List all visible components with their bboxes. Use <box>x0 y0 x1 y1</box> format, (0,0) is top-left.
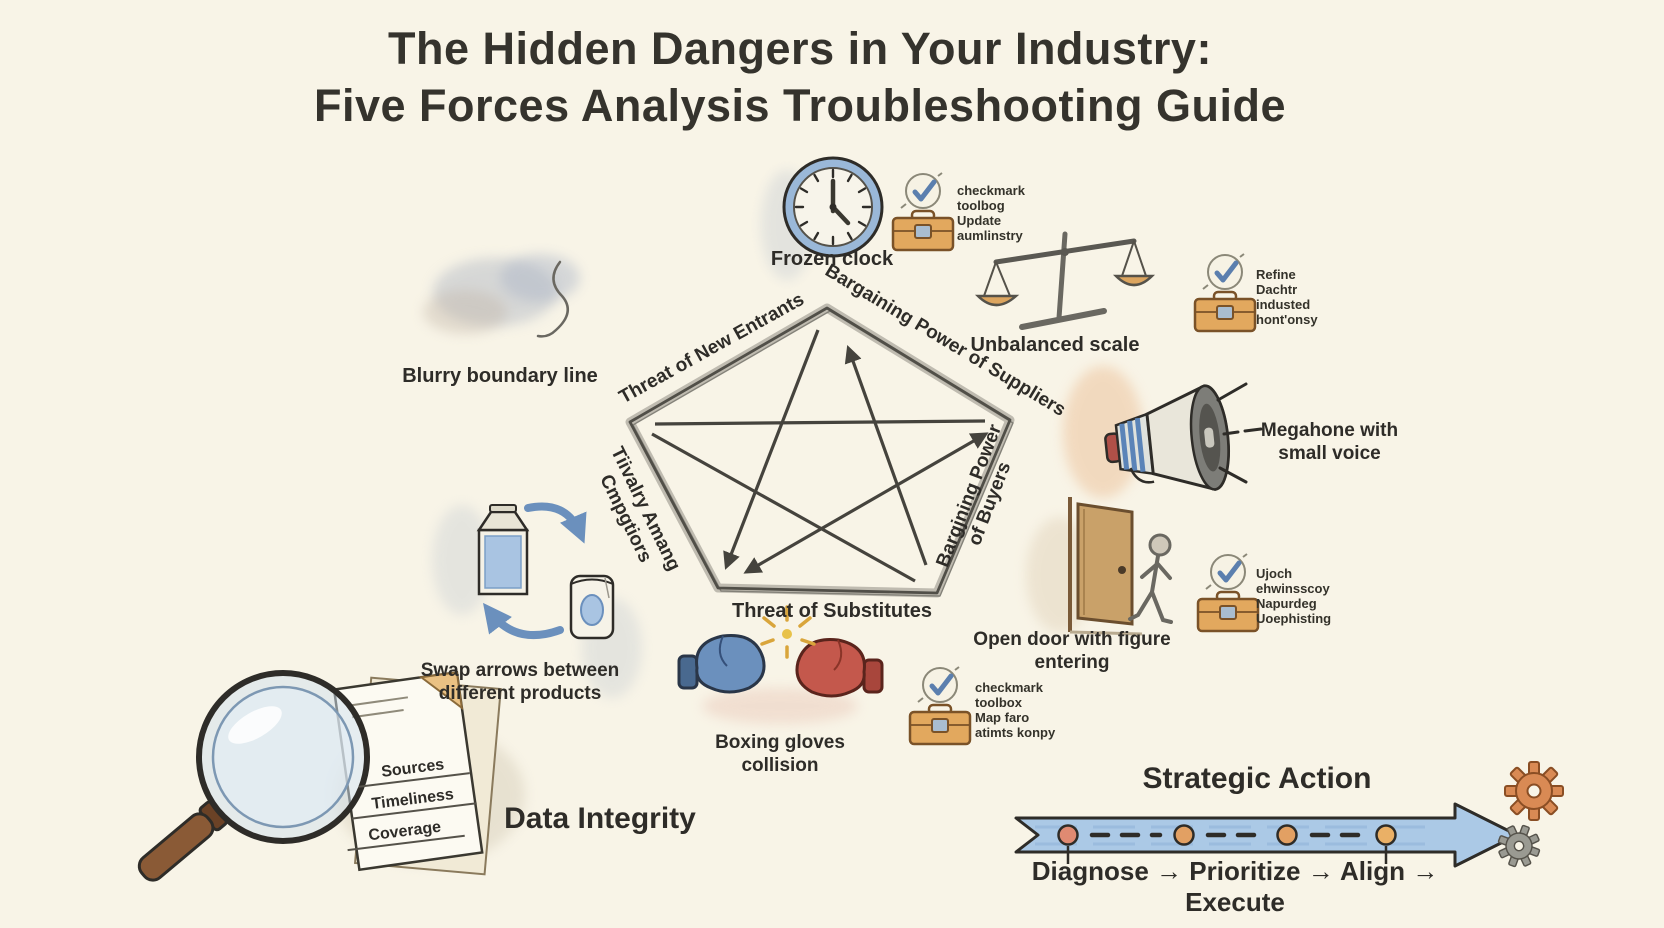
force-label-substitutes: Threat of Substitutes <box>731 600 932 622</box>
swap-products-label: Swap arrows between different products <box>420 660 620 704</box>
unbalanced-scale-label: Unbalanced scale <box>970 334 1140 356</box>
title-line-2: Five Forces Analysis Troubleshooting Gui… <box>313 80 1287 131</box>
sound-lines <box>1216 382 1263 484</box>
megaphone-label: Megahone with small voice <box>1260 420 1399 464</box>
walking-figure-icon <box>1128 533 1173 624</box>
strategic-action-title: Strategic Action <box>1142 762 1372 795</box>
frozen-clock-label: Frozen clock <box>770 248 894 270</box>
can-icon <box>569 574 615 640</box>
checkmark-toolbox-icon-gloves <box>910 667 970 744</box>
toolbox-note-gloves: checkmark toolbox Map faro atimts konpy <box>975 680 1056 740</box>
data-integrity-label: Data Integrity <box>504 802 696 835</box>
strategic-action-arrow <box>1014 802 1519 868</box>
toolbox-note-clock: checkmark toolbog Update aumlinstry <box>957 183 1025 243</box>
carton-icon <box>476 504 530 596</box>
toolbox-note-door: Ujoch ehwinsscoy Napurdeg Uoephisting <box>1256 566 1332 626</box>
megaphone-icon <box>1104 382 1263 491</box>
blurry-boundary-icon <box>423 254 580 338</box>
five-forces-pentagon <box>625 303 1015 598</box>
blurry-boundary-label: Blurry boundary line <box>402 365 598 387</box>
open-door-icon <box>1068 497 1143 636</box>
checkmark-toolbox-icon-clock <box>893 173 953 250</box>
swap-arrow-top <box>524 502 587 544</box>
gear-icon-gray <box>1497 824 1541 868</box>
swap-products-icon <box>476 502 615 640</box>
strategic-action-steps: Diagnose → Prioritize → Align → Execute <box>1031 856 1439 917</box>
page-title: The Hidden Dangers in Your Industry: Fiv… <box>0 20 1600 134</box>
title-line-1: The Hidden Dangers in Your Industry: <box>388 23 1212 74</box>
magnifier-icon <box>137 670 370 882</box>
timeline-dots <box>1057 824 1397 846</box>
toolbox-note-scale: Refine Dachtr industed hont'onsy <box>1256 267 1318 327</box>
gear-icon-orange <box>1504 761 1564 821</box>
checkmark-toolbox-icon-door <box>1198 554 1258 631</box>
rivalry-arrows <box>651 329 989 583</box>
documents-icon <box>332 670 502 876</box>
swap-arrow-bottom <box>482 602 564 640</box>
boxing-gloves-label: Boxing gloves collision <box>715 732 845 776</box>
boxing-gloves-icon <box>677 605 884 698</box>
checkmark-toolbox-icon-scale <box>1195 254 1255 331</box>
open-door-label: Open door with figure entering <box>973 629 1171 673</box>
frozen-clock-icon <box>782 156 884 258</box>
unbalanced-scale-icon <box>974 231 1156 330</box>
impact-spark-icon <box>760 605 816 659</box>
